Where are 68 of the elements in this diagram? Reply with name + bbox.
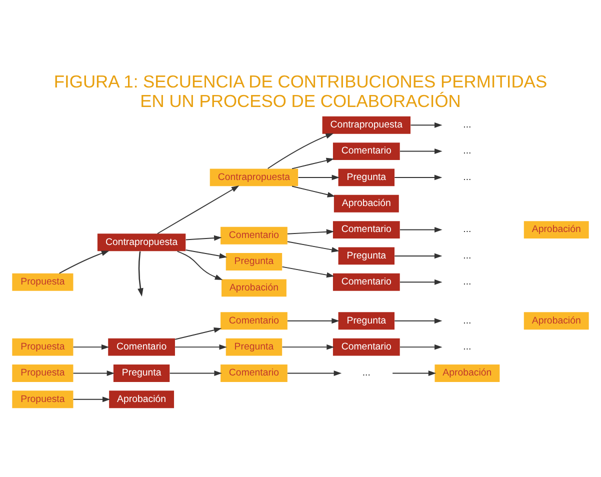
arrow: [176, 250, 223, 280]
arrow: [72, 370, 115, 376]
diagram-title: FIGURA 1: SECUENCIA DE CONTRIBUCIONES PERMITIDAS EN UN PROCESO DE COLABORACIÓN: [54, 71, 548, 111]
arrow: [174, 344, 228, 350]
arrow: [298, 174, 340, 180]
node-box: Propuesta: [12, 390, 74, 408]
node-box: Comentario: [332, 142, 400, 160]
arrow: [267, 132, 334, 168]
node-box: Contrapropuesta: [97, 233, 186, 251]
arrow: [287, 228, 334, 234]
node-box: Pregunta: [338, 312, 394, 330]
arrow: [58, 250, 110, 274]
arrow: [72, 344, 110, 350]
arrow: [400, 148, 442, 154]
node-text: ...: [463, 250, 472, 261]
arrow: [282, 344, 334, 350]
node-box: Comentario: [332, 272, 400, 290]
arrow: [185, 249, 228, 258]
arrow: [72, 396, 110, 402]
node-box: Comentario: [108, 338, 175, 356]
node-box: Pregunta: [226, 338, 282, 356]
node-box: Propuesta: [12, 272, 74, 290]
node-box: Contrapropuesta: [322, 116, 410, 134]
node-box: Pregunta: [338, 246, 394, 264]
arrow: [287, 240, 340, 252]
node-box: Comentario: [220, 312, 288, 330]
arrow: [400, 278, 442, 284]
node-box: Aprobación: [524, 220, 589, 238]
node-text: ...: [463, 314, 472, 326]
arrow: [292, 185, 336, 197]
node-box: Aprobación: [524, 312, 589, 330]
node-text: ...: [362, 367, 370, 378]
arrow: [400, 344, 442, 350]
arrow: [394, 174, 442, 180]
arrow: [400, 226, 442, 232]
node-text: ...: [463, 171, 472, 182]
arrow: [410, 122, 442, 128]
arrow: [394, 318, 442, 324]
arrow: [156, 185, 240, 234]
node-box: Comentario: [220, 364, 288, 382]
node-box: Pregunta: [113, 364, 170, 382]
node-box: Aprobación: [109, 390, 174, 408]
node-box: Propuesta: [12, 364, 74, 382]
node-box: Propuesta: [12, 338, 74, 356]
node-text: ...: [463, 224, 472, 235]
arrow: [392, 370, 436, 376]
arrow: [287, 370, 342, 376]
arrow: [174, 326, 222, 340]
arrow: [138, 250, 144, 296]
arrow: [287, 318, 340, 324]
node-box: Aprobación: [434, 364, 500, 382]
node-text: ...: [463, 340, 472, 352]
node-box: Aprobación: [334, 194, 399, 212]
node-text: ...: [463, 119, 472, 130]
node-box: Pregunta: [226, 252, 282, 270]
node-box: Pregunta: [338, 168, 394, 186]
arrow: [169, 370, 222, 376]
arrow: [185, 234, 222, 240]
node-box: Aprobación: [222, 278, 286, 296]
arrow: [394, 252, 442, 258]
node-text: ...: [463, 145, 472, 156]
node-box: Contrapropuesta: [210, 168, 298, 186]
node-box: Comentario: [332, 338, 400, 356]
node-text: ...: [463, 276, 472, 288]
node-box: Comentario: [220, 226, 288, 244]
arrow: [292, 157, 334, 169]
arrow: [282, 266, 334, 278]
node-box: Comentario: [332, 220, 400, 238]
